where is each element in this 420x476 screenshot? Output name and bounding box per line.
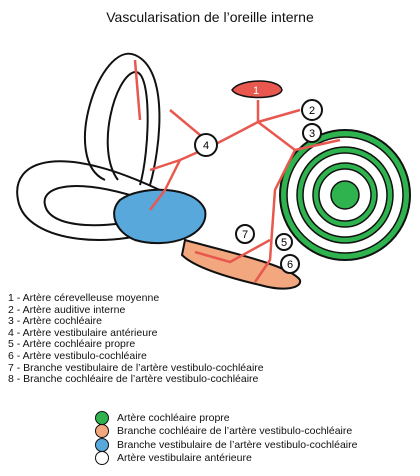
legend-item: 6 - Artère vestibulo-cochléaire (8, 349, 147, 362)
svg-text:1: 1 (253, 85, 259, 97)
numbered-legend: 1 - Artère cérevelleuse moyenne 2 - Artè… (8, 292, 264, 386)
color-key-label: Branche vestibulaire de l’artère vestibu… (117, 438, 358, 451)
svg-text:4: 4 (203, 140, 209, 152)
svg-text:5: 5 (281, 237, 287, 249)
callout-6: 6 (280, 254, 300, 274)
color-key-label: Branche cochléaire de l’artère vestibulo… (117, 425, 353, 438)
legend-item: 1 - Artère cérevelleuse moyenne (8, 292, 160, 304)
legend-item: 4 - Artère vestibulaire antérieure (8, 326, 158, 339)
diagram-title: Vascularisation de l’oreille interne (106, 9, 314, 25)
callout-1: 1 (253, 85, 259, 97)
semicircular-canals (16, 52, 171, 241)
svg-text:3: 3 (309, 128, 315, 140)
svg-text:7: 7 (242, 229, 248, 241)
cochlea (279, 129, 411, 261)
color-key-item: Artère vestibulaire antérieure (95, 451, 357, 466)
color-key-item: Artère cochléaire propre (95, 410, 357, 425)
legend-item: 5 - Artère cochléaire propre (8, 338, 136, 351)
color-key-item: Branche vestibulaire de l’artère vestibu… (95, 437, 358, 452)
swatch-icon (95, 437, 109, 452)
swatch-icon (95, 410, 109, 425)
vestibule (113, 188, 207, 245)
inner-ear-illustration: 1 2 3 4 5 6 7 8 (16, 52, 411, 290)
callout-2: 2 (301, 99, 323, 121)
legend-item: 3 - Artère cochléaire (8, 315, 102, 328)
svg-text:2: 2 (309, 105, 315, 117)
callout-3: 3 (302, 123, 322, 143)
color-key-label: Artère cochléaire propre (117, 411, 230, 424)
callout-5: 5 (275, 233, 293, 251)
legend-item: 2 - Artère auditive interne (8, 303, 126, 316)
swatch-icon (95, 451, 109, 466)
color-key: Artère cochléaire propre Branche cochléa… (95, 410, 358, 466)
swatch-icon (95, 424, 109, 439)
middle-cerebellar-artery (231, 80, 283, 99)
callout-4: 4 (194, 133, 218, 157)
svg-text:6: 6 (287, 259, 293, 271)
color-key-item: Branche cochléaire de l’artère vestibulo… (95, 424, 357, 439)
callout-7: 7 (235, 224, 255, 244)
legend-item: 7 - Branche vestibulaire de l’artère ves… (8, 361, 264, 374)
legend-item: 8 - Branche cochléaire de l’artère vesti… (8, 373, 259, 386)
color-key-label: Artère vestibulaire antérieure (117, 452, 252, 465)
